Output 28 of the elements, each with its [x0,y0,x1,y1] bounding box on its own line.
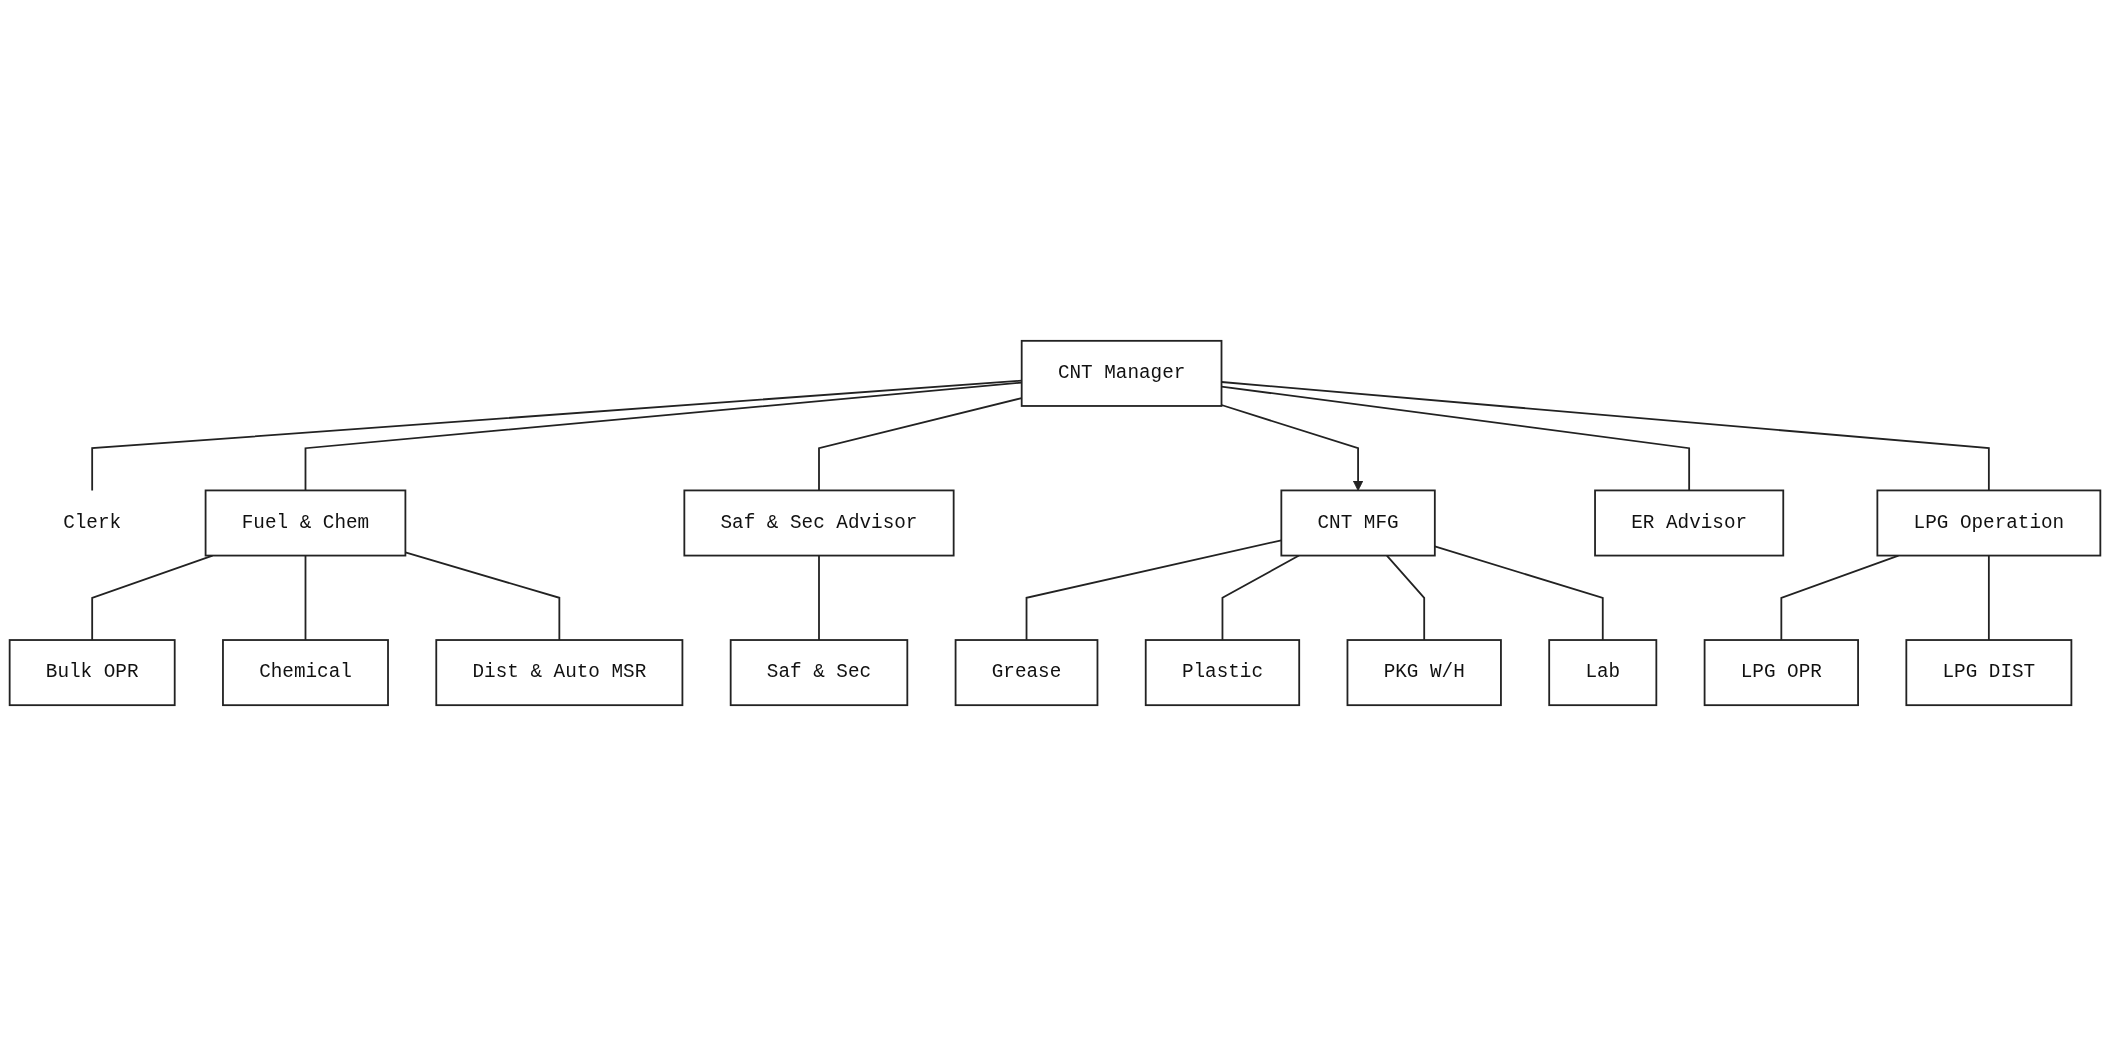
node-box: CNT MFG [1280,489,1436,557]
connector [1221,554,1300,641]
node-box: Grease [954,639,1099,707]
connector [91,554,214,641]
connector [404,551,561,641]
node-box: Chemical [222,639,389,707]
connector [1780,554,1900,641]
node-box: ER Advisor [1594,489,1785,557]
arrow [1220,404,1364,491]
connector [1987,554,1990,641]
node-box: Lab [1548,639,1658,707]
node-box: Plastic [1144,639,1301,707]
node-box: CNT Manager [1020,339,1223,407]
connector [304,554,307,641]
node-box: Saf & Sec [729,639,909,707]
connector [1220,385,1691,492]
node-box: Dist & Auto MSR [435,639,684,707]
node-box: PKG W/H [1346,639,1502,707]
node-box: LPG Operation [1876,489,2102,557]
connector [1220,381,1990,492]
node-box: Fuel & Chem [204,489,407,557]
connector [818,554,820,641]
node-box: LPG DIST [1905,639,2073,707]
node-box: Saf & Sec Advisor [683,489,955,557]
node-box: Bulk OPR [8,639,176,707]
node-text: Clerk [63,512,122,534]
node-box: LPG OPR [1703,639,1859,707]
connector [1385,554,1426,641]
